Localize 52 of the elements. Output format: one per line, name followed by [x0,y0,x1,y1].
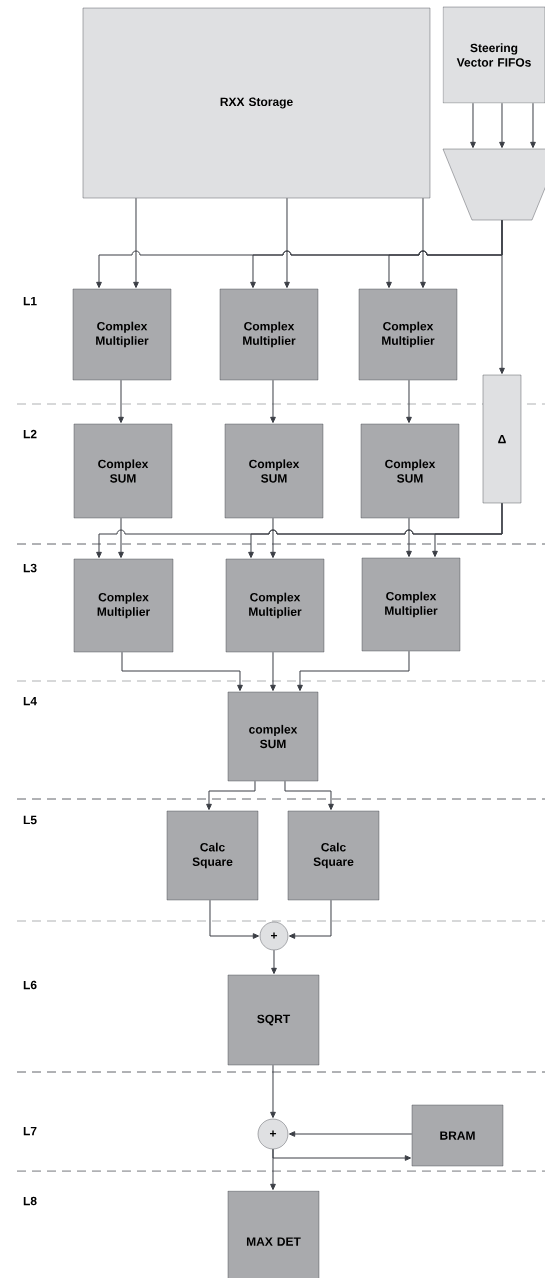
arrow [499,102,505,149]
arrow [271,949,277,975]
arrow [133,197,139,289]
process-box: Complex Multiplier [72,288,172,381]
arrow [270,517,276,559]
arrow [270,379,276,424]
layer-label: L1 [23,296,37,306]
process-box: Complex Multiplier [225,558,325,653]
arrow [288,899,332,939]
process-box: Calc Square [287,810,380,901]
layer-label: L8 [23,1196,37,1206]
arrow [420,197,426,289]
process-box: Complex SUM [73,423,173,519]
arrow [284,197,290,289]
multiplexer-trapezoid [442,148,545,221]
layer-label: L7 [23,1126,37,1136]
layer-label: L5 [23,815,37,825]
process-box: MAX DET [227,1190,320,1278]
layer-label: L4 [23,696,37,706]
arrow [470,102,476,149]
process-box: Complex Multiplier [361,557,461,652]
arrow [270,1148,276,1191]
layer-label: L2 [23,429,37,439]
arrow [530,102,536,149]
layer-label: L6 [23,980,37,990]
arrow [206,780,256,811]
arrow [270,1064,276,1119]
memory-box: BRAM [411,1104,504,1167]
arrow [270,651,276,692]
process-box: SQRT [227,974,320,1066]
arrow [406,517,412,558]
fifo-box: Steering Vector FIFOs [442,6,545,104]
process-box: Complex SUM [360,423,460,519]
arrow [297,650,410,692]
process-box: Calc Square [166,810,259,901]
process-box: Complex SUM [224,423,324,519]
arrow [121,651,243,692]
arrow [406,379,412,424]
storage-box: RXX Storage [82,7,431,199]
process-box: Complex Multiplier [358,288,458,381]
arrow [432,502,503,558]
arrow [284,780,334,811]
delay-box: Δ [482,374,522,504]
arrow [209,899,260,939]
arrow [288,1131,413,1137]
arrow [499,219,505,375]
process-box: complex SUM [227,691,319,782]
process-box: Complex Multiplier [73,558,174,653]
layer-label: L3 [23,563,37,573]
arrow [118,517,124,559]
arrow [118,379,124,424]
process-box: Complex Multiplier [219,288,319,381]
